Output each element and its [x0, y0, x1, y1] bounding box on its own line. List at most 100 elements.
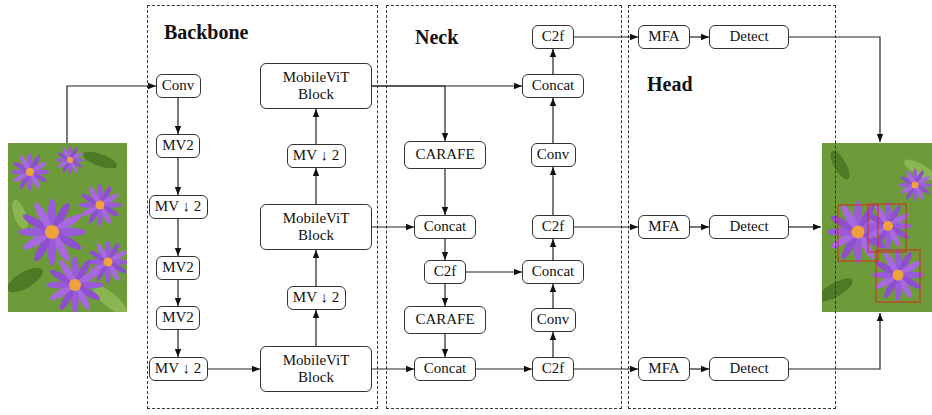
- flower: [11, 153, 49, 191]
- layer-label: MV2: [162, 309, 194, 326]
- layer-box: Conv: [531, 308, 576, 332]
- layer-box: CARAFE: [404, 141, 486, 169]
- connector-arrow: [177, 98, 178, 134]
- flower: [18, 198, 85, 265]
- layer-box: MFA: [638, 357, 690, 381]
- connector-arrow: [444, 334, 445, 357]
- flower: [864, 202, 912, 250]
- layer-label: MobileViT Block: [271, 352, 361, 387]
- layer-box: MobileViT Block: [260, 63, 372, 109]
- layer-box: MV ↓ 2: [287, 144, 346, 168]
- detection-box: [868, 204, 906, 252]
- leaf: [81, 148, 119, 172]
- layer-box: Concat: [522, 74, 584, 98]
- connector-arrow: [372, 368, 414, 369]
- module-region: HeadMFADetectMFADetectMFADetect: [628, 5, 836, 409]
- layer-label: C2f: [434, 263, 457, 280]
- layer-box: Concat: [522, 260, 584, 284]
- layer-box: Detect: [709, 215, 789, 239]
- layer-label: CARAFE: [415, 146, 474, 163]
- layer-label: MV ↓ 2: [155, 360, 201, 377]
- layer-label: MV ↓ 2: [155, 198, 201, 215]
- layer-box: MV ↓ 2: [287, 286, 346, 310]
- connector-arrow: [315, 168, 316, 204]
- connector-arrow: [444, 169, 445, 215]
- layer-box: MV ↓ 2: [149, 195, 208, 219]
- layer-box: MFA: [638, 215, 690, 239]
- connector-arrow: [552, 98, 553, 143]
- layer-label: C2f: [542, 218, 565, 235]
- connector-arrow: [690, 226, 709, 227]
- detection-box: [876, 250, 920, 302]
- connector-arrow: [552, 167, 553, 215]
- connector-arrow: [315, 250, 316, 286]
- connector-arrow: [552, 239, 553, 260]
- leaf: [8, 263, 46, 297]
- layer-label: C2f: [542, 360, 565, 377]
- connector-arrow: [315, 310, 316, 346]
- connector-arrow: [177, 280, 178, 306]
- connector-arrow: [177, 219, 178, 256]
- leaf: [827, 148, 853, 182]
- input-image: [8, 143, 127, 312]
- flower: [56, 146, 85, 175]
- layer-label: Detect: [729, 28, 768, 45]
- layer-label: MFA: [648, 28, 679, 45]
- layer-box: C2f: [532, 25, 574, 49]
- detection-box: [838, 205, 878, 261]
- connector-arrow: [552, 332, 553, 357]
- region-title: Neck: [415, 25, 458, 49]
- layer-label: Conv: [537, 146, 570, 163]
- layer-box: MobileViT Block: [260, 204, 372, 250]
- output-image: [822, 143, 932, 312]
- connector-arrow: [372, 86, 445, 141]
- layer-box: CARAFE: [404, 306, 486, 334]
- connector-arrow: [690, 368, 709, 369]
- layer-box: Conv: [156, 74, 201, 98]
- layer-label: Concat: [532, 77, 575, 94]
- flower: [872, 249, 925, 302]
- layer-label: MobileViT Block: [271, 69, 361, 104]
- layer-label: Detect: [729, 360, 768, 377]
- layer-label: C2f: [542, 28, 565, 45]
- layer-label: Conv: [162, 77, 195, 94]
- connector-arrow: [208, 368, 261, 369]
- connector-arrow: [177, 158, 178, 195]
- layer-label: Detect: [729, 218, 768, 235]
- input-arrow: [67, 86, 156, 143]
- layer-box: Detect: [709, 357, 789, 381]
- layer-box: C2f: [532, 215, 574, 239]
- connector-arrow: [466, 271, 522, 272]
- layer-box: MV ↓ 2: [149, 357, 208, 381]
- module-region: NeckCARAFEConcatC2fCARAFEConcatC2fConcat…: [386, 5, 622, 409]
- flower: [46, 256, 104, 312]
- layer-box: MV2: [156, 134, 200, 158]
- connector-layer: [178, 37, 709, 369]
- layer-label: Concat: [424, 360, 467, 377]
- layer-box: MV2: [156, 256, 200, 280]
- layer-label: CARAFE: [415, 311, 474, 328]
- layer-label: MV ↓ 2: [293, 289, 339, 306]
- layer-label: MV ↓ 2: [293, 147, 339, 164]
- layer-label: Concat: [424, 218, 467, 235]
- leaf: [822, 274, 856, 306]
- flower: [78, 183, 121, 226]
- layer-box: Concat: [414, 357, 476, 381]
- layer-box: Detect: [709, 25, 789, 49]
- layer-box: MobileViT Block: [260, 346, 372, 392]
- layer-label: MFA: [648, 360, 679, 377]
- layer-label: MFA: [648, 218, 679, 235]
- layer-box: MV2: [156, 306, 200, 330]
- connector-arrow: [690, 36, 709, 37]
- layer-label: Concat: [532, 263, 575, 280]
- connector-arrow: [444, 239, 445, 260]
- connector-arrow: [552, 284, 553, 308]
- layer-box: Concat: [414, 215, 476, 239]
- connector-arrow: [315, 109, 316, 144]
- flower: [898, 168, 932, 202]
- layer-box: MFA: [638, 25, 690, 49]
- connector-arrow: [476, 368, 532, 369]
- connector-arrow: [444, 284, 445, 306]
